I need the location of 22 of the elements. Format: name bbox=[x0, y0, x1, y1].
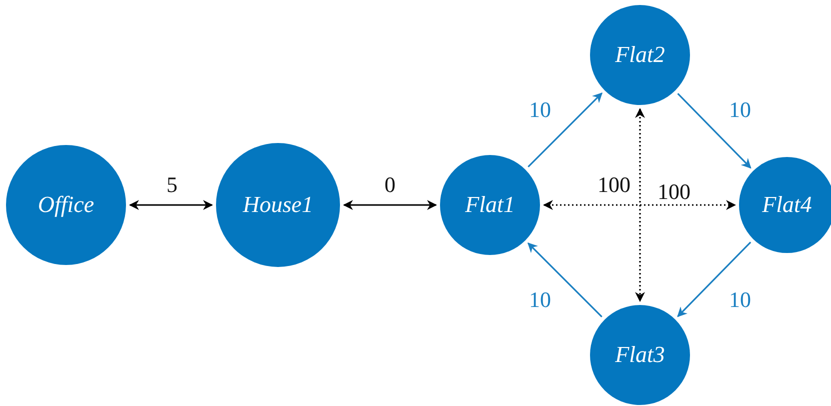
arrow bbox=[343, 200, 437, 210]
arrow bbox=[543, 200, 736, 210]
node-label: House1 bbox=[242, 192, 314, 218]
node-label: Flat1 bbox=[465, 192, 515, 218]
edge-label: 0 bbox=[384, 174, 396, 196]
arrow bbox=[677, 93, 752, 169]
arrow bbox=[527, 242, 602, 318]
arrow bbox=[528, 92, 603, 168]
edge-label: 10 bbox=[529, 99, 551, 121]
edge-label: 10 bbox=[729, 289, 751, 311]
arrow bbox=[677, 242, 752, 318]
edge-label: 10 bbox=[529, 289, 551, 311]
node-label: Flat4 bbox=[762, 192, 812, 218]
node-label: Flat2 bbox=[615, 42, 665, 68]
edge-label: 100 bbox=[598, 174, 630, 196]
edge-label: 10 bbox=[729, 99, 751, 121]
edge-label: 100 bbox=[658, 181, 690, 203]
node-label: Flat3 bbox=[615, 342, 665, 368]
node-label: Office bbox=[38, 192, 94, 218]
arrow bbox=[635, 108, 645, 302]
edge-label: 5 bbox=[166, 174, 178, 196]
arrow bbox=[129, 200, 213, 210]
